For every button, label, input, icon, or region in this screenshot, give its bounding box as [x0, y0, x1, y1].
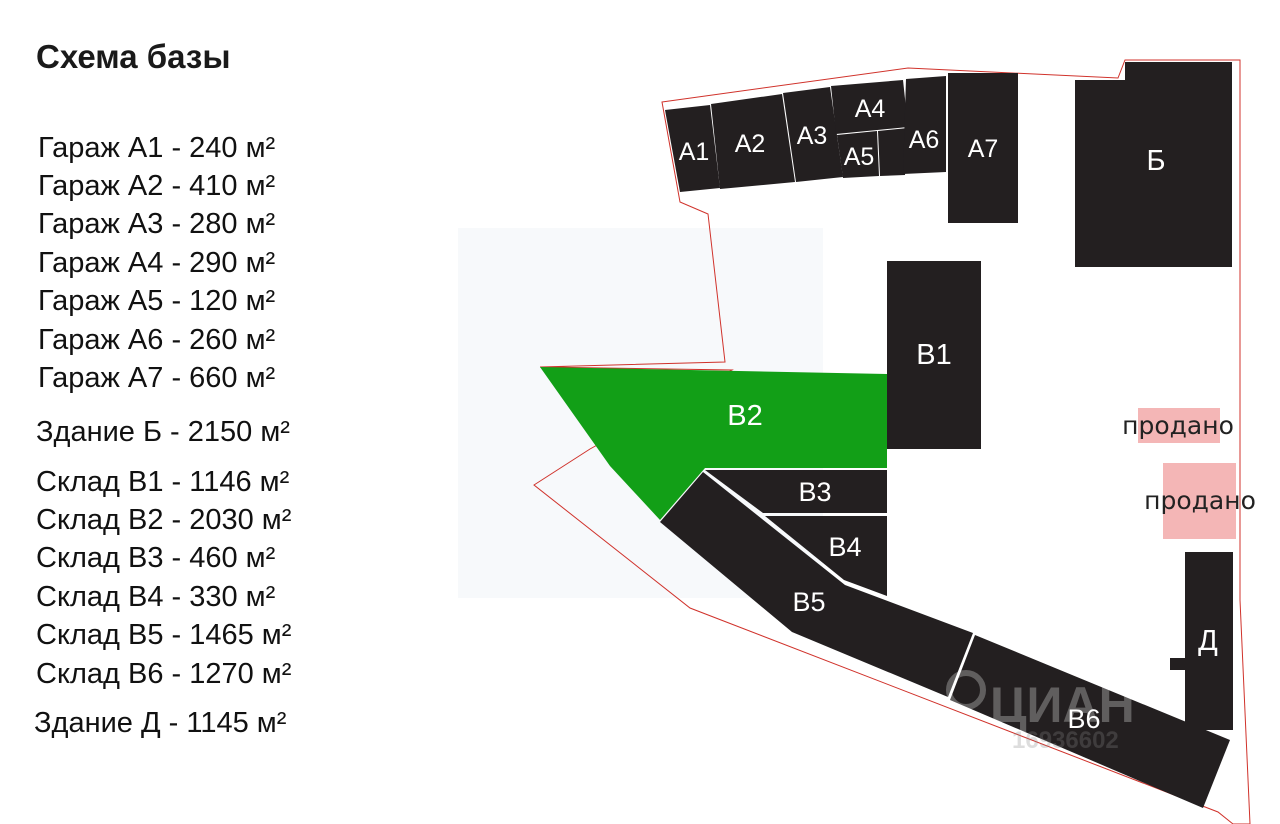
building-a5b: [878, 128, 908, 176]
legend-item-v4: Склад В4 - 330 м²: [36, 581, 276, 613]
label-a7: А7: [968, 135, 999, 163]
legend-item-b: Здание Б - 2150 м²: [36, 416, 290, 448]
legend-item-a1: Гараж А1 - 240 м²: [38, 132, 276, 164]
building-a2: [711, 94, 795, 189]
building-b: [1075, 62, 1232, 267]
sold-label-2: продано: [1144, 486, 1256, 515]
building-a1: [665, 105, 720, 192]
watermark-brand: ЦИАН: [990, 677, 1135, 733]
legend-item-v3: Склад В3 - 460 м²: [36, 542, 276, 574]
legend-item-a2: Гараж А2 - 410 м²: [38, 170, 276, 202]
label-a3: А3: [797, 122, 828, 150]
legend-item-a7: Гараж А7 - 660 м²: [38, 362, 276, 394]
legend-item-v1: Склад В1 - 1146 м²: [36, 466, 290, 498]
building-a7: [948, 73, 1018, 223]
label-a5: А5: [844, 143, 875, 171]
legend-item-v2: Склад В2 - 2030 м²: [36, 504, 292, 536]
watermark-id: 16936602: [1012, 727, 1119, 754]
building-v2: [540, 367, 887, 520]
label-b: Б: [1146, 145, 1165, 177]
label-a2: А2: [735, 130, 766, 158]
building-a3: [783, 87, 843, 182]
sold-plot-2: [1163, 463, 1236, 539]
building-v3: [705, 470, 887, 513]
building-v6: [950, 635, 1230, 808]
building-a4: [831, 80, 908, 134]
building-d-annex: [1170, 658, 1188, 670]
label-v2: В2: [727, 400, 762, 432]
legend-item-a6: Гараж А6 - 260 м²: [38, 324, 276, 356]
label-a6: А6: [909, 126, 940, 154]
building-a6: [903, 76, 946, 174]
watermark: ЦИАН 16936602: [946, 670, 1135, 754]
label-v6: В6: [1067, 704, 1100, 734]
sold-label-1: продано: [1122, 411, 1234, 440]
building-d: [1185, 552, 1233, 730]
building-v4: [765, 516, 887, 596]
site-boundary: [533, 59, 1251, 824]
label-d: Д: [1198, 625, 1218, 657]
legend-panel: Схема базы Гараж А1 - 240 м² Гараж А2 - …: [0, 0, 440, 824]
legend-item-v6: Склад В6 - 1270 м²: [36, 658, 292, 690]
label-a4: А4: [855, 95, 886, 123]
label-v5: В5: [792, 587, 825, 617]
legend-item-v5: Склад В5 - 1465 м²: [36, 619, 292, 651]
sold-plot-1: [1138, 408, 1220, 443]
watermark-logo-icon: [946, 670, 986, 710]
label-v4: В4: [828, 532, 861, 562]
legend-item-a5: Гараж А5 - 120 м²: [38, 285, 276, 317]
label-v1: В1: [916, 339, 951, 371]
legend-item-a3: Гараж А3 - 280 м²: [38, 208, 276, 240]
legend-item-d: Здание Д - 1145 м²: [34, 707, 287, 739]
label-v3: В3: [798, 477, 831, 507]
page-title: Схема базы: [36, 38, 231, 75]
legend-item-a4: Гараж А4 - 290 м²: [38, 247, 276, 279]
building-a5: [837, 131, 879, 178]
label-a1: А1: [679, 138, 710, 166]
building-v5: [660, 472, 973, 697]
building-v1: [887, 261, 981, 449]
